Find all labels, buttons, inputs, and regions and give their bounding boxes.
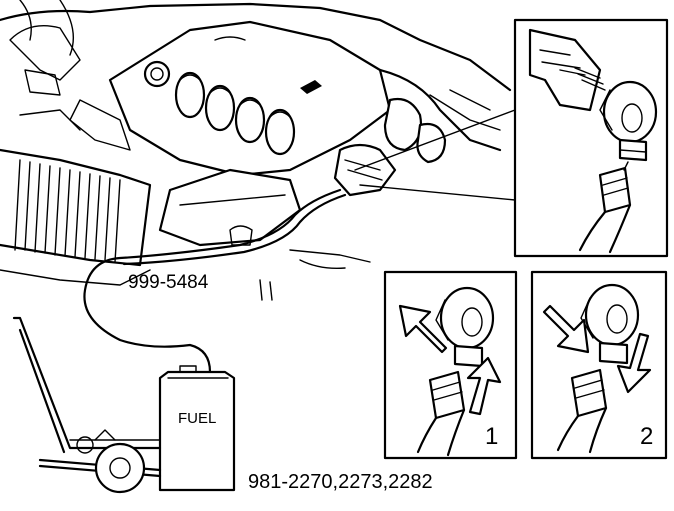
detail-step-2 xyxy=(530,270,668,460)
air-filter-housing xyxy=(158,168,302,247)
fuel-rail-connection xyxy=(333,143,397,197)
detail-fuel-connection xyxy=(513,18,669,258)
step-1-number: 1 xyxy=(485,423,499,450)
fuel-hoses xyxy=(83,188,347,374)
arrow-push-up xyxy=(466,356,502,416)
arrow-push-down-right xyxy=(542,304,590,354)
detail-frame xyxy=(513,18,669,258)
trolley-wheel xyxy=(94,442,146,494)
fuel-can xyxy=(158,365,236,492)
oil-filler-cap xyxy=(143,60,171,88)
step-2-number: 2 xyxy=(640,423,654,450)
engine-bay-illustration xyxy=(0,0,516,301)
arrow-pull-up-left xyxy=(398,304,448,354)
step-2-frame xyxy=(530,270,668,460)
fuel-can-label: FUEL xyxy=(178,410,217,427)
tool-kit-numbers-label: 981-2270,2273,2282 xyxy=(248,471,433,493)
detail-coupling xyxy=(602,80,658,144)
engine-coil-packs xyxy=(174,71,296,156)
radiator-grille xyxy=(0,148,152,267)
detail-step-1 xyxy=(383,270,518,460)
step-1-frame xyxy=(383,270,518,460)
tool-number-label: 999-5484 xyxy=(128,272,209,293)
arrow-pull-down xyxy=(616,332,652,394)
fuel-pressure-trolley xyxy=(12,316,162,494)
